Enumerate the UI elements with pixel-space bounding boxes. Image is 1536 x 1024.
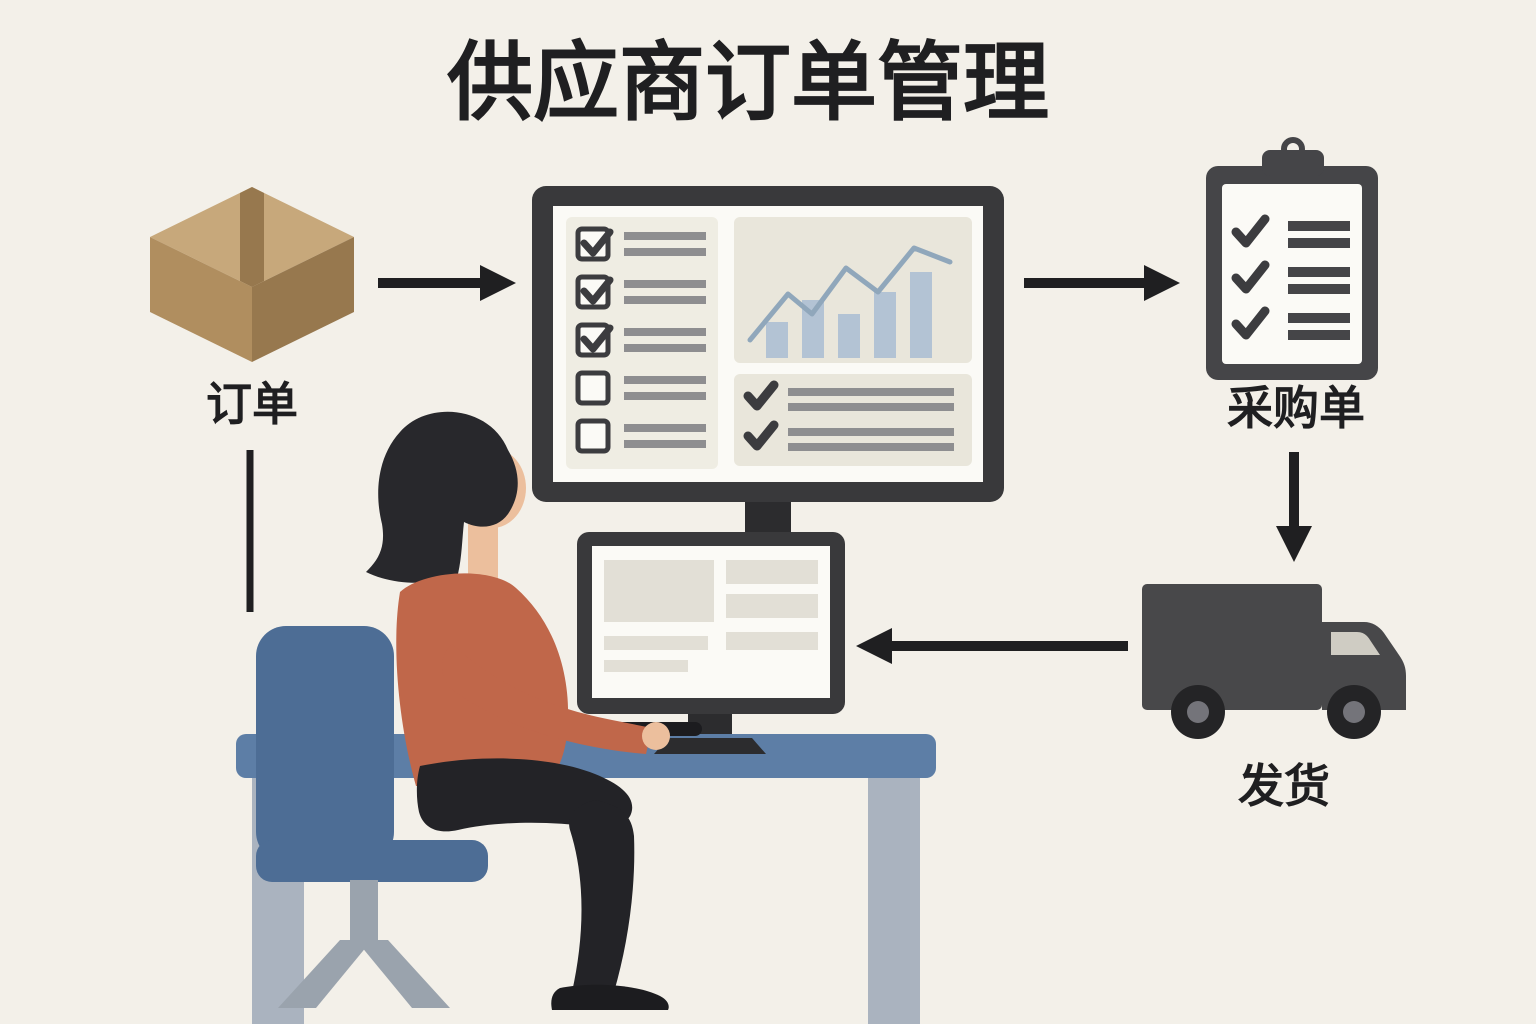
box-left-face [150, 237, 252, 362]
checkbox-empty-icon [575, 370, 611, 406]
truck-window [1331, 632, 1380, 655]
chair-leg-left [278, 940, 372, 1008]
delivery-truck-icon [1142, 584, 1406, 739]
secondary-monitor-icon [577, 532, 845, 740]
chair-post [350, 880, 378, 946]
person-working [366, 411, 670, 1010]
arrow-box-to-monitor-icon [378, 265, 516, 301]
clipboard-line [1288, 284, 1350, 294]
checkbox-checked-icon [575, 226, 611, 262]
screen-content-block [726, 594, 818, 618]
check-icon [1231, 306, 1270, 340]
package-box-icon [150, 187, 354, 362]
summary-panel [734, 374, 972, 466]
office-chair [256, 626, 488, 1008]
chair-back [256, 626, 394, 862]
dashboard-chart-panel [734, 217, 972, 363]
order-label: 订单 [206, 377, 298, 431]
chair-seat [256, 840, 488, 882]
person-leg [569, 800, 635, 992]
screen-content-block [726, 632, 818, 650]
clipboard-line [1288, 313, 1350, 323]
truck-wheel-hub [1187, 701, 1209, 723]
box-right-face [252, 237, 354, 362]
clipboard-clip [1262, 150, 1324, 176]
checklist-panel [566, 217, 718, 469]
purchase-order-label: 采购单 [1227, 381, 1365, 435]
screen-content-block [726, 560, 818, 584]
arrow-monitor-to-clipboard-icon [1024, 265, 1180, 301]
arrow-truck-to-monitor-icon [856, 628, 1128, 664]
monitor-neck [745, 498, 791, 538]
clipboard-line [1288, 330, 1350, 340]
check-icon [1231, 260, 1270, 294]
clipboard-line [1288, 267, 1350, 277]
chair-leg-right [356, 940, 450, 1008]
checkbox-empty-icon [575, 418, 611, 454]
truck-wheel-hub [1343, 701, 1365, 723]
check-icon [743, 420, 779, 451]
clipboard-line [1288, 221, 1350, 231]
desktop-dashboard-icon [532, 186, 1004, 538]
arrow-clipboard-to-truck-icon [1276, 452, 1312, 562]
checkbox-checked-icon [575, 274, 611, 310]
monitor-base [654, 738, 766, 754]
page-title: 供应商订单管理 [447, 33, 1049, 133]
checkbox-checked-icon [575, 322, 611, 358]
screen-content-block [604, 660, 688, 672]
clipboard-checklist-icon [1206, 137, 1378, 380]
check-icon [1231, 214, 1270, 248]
screen-content-block [604, 560, 714, 622]
shipping-label: 发货 [1238, 759, 1330, 813]
check-icon [743, 380, 779, 411]
truck-cargo [1142, 584, 1322, 710]
person-arm [441, 644, 652, 754]
line-chart-icon [747, 245, 953, 343]
desk-right-leg [868, 770, 920, 1024]
screen-content-block [604, 636, 708, 650]
clipboard-line [1288, 238, 1350, 248]
person-hand [642, 722, 670, 750]
bar-chart-icon [766, 322, 788, 358]
person-shoe [551, 984, 669, 1010]
person-hair [366, 411, 518, 583]
box-tape [240, 187, 264, 287]
